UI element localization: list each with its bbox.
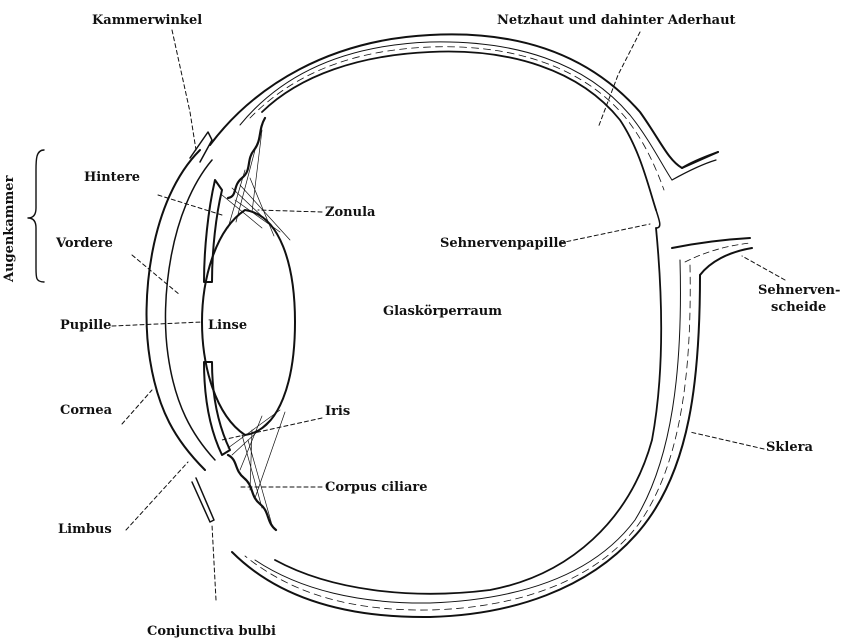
label-iris: Iris [325,404,350,419]
label-linse: Linse [208,318,247,333]
ciliary-body-lower [228,455,276,530]
leader-conjunctiva [212,525,216,600]
iris-upper [204,180,222,282]
augenkammer-bracket [28,150,44,282]
leader-pupille [112,322,202,326]
label-zonula: Zonula [325,205,375,220]
label-kammerwinkel: Kammerwinkel [92,13,202,28]
label-sehnervenpapille: Sehnervenpapille [440,236,567,251]
label-netzhaut-aderhaut: Netzhaut und dahinter Aderhaut [497,13,736,28]
label-limbus: Limbus [58,522,112,537]
leader-vordere [132,255,180,295]
label-hintere: Hintere [84,170,140,185]
choroid-layer-line [240,42,672,180]
conjunctiva-lower-flap [192,478,214,522]
label-sehnervenscheide-line1: Sehnerven- [758,283,840,298]
label-glaskoerperraum: Glaskörperraum [383,304,502,319]
label-cornea: Cornea [60,403,112,418]
leader-sehnervenpapille [560,224,650,243]
sclera-outer-contour [210,34,718,168]
retina-inner-contour [262,52,656,210]
leader-sehnervenscheide [742,256,785,280]
cornea-inner [165,160,215,460]
label-sklera: Sklera [766,440,813,455]
label-sehnervenscheide-line2: scheide [771,300,826,315]
sclera-outer-lower-contour [232,275,700,617]
leader-kammerwinkel [172,30,196,150]
leader-cornea [122,390,152,424]
leader-zonula [258,210,322,212]
leader-sklera [690,432,764,449]
label-pupille: Pupille [60,318,111,333]
label-corpus-ciliare: Corpus ciliare [325,480,428,495]
leader-hintere [158,195,222,215]
label-augenkammer: Augenkammer [2,176,17,282]
label-vordere: Vordere [56,236,113,251]
cornea-outer [147,150,205,470]
leader-limbus [126,462,188,530]
ciliary-body-upper [228,118,265,198]
label-conjunctiva-bulbi: Conjunctiva bulbi [147,624,276,639]
optic-papilla-curve [656,210,660,228]
optic-nerve-sheath-upper [672,238,750,248]
